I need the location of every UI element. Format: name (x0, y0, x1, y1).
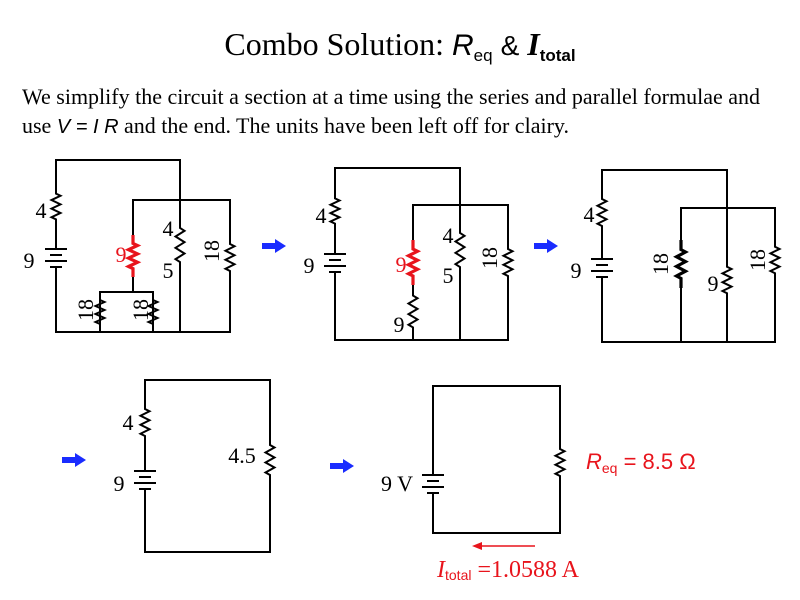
c3-label-battery: 9 (571, 258, 582, 283)
c3-label-18-a: 18 (648, 253, 673, 275)
c2-resistor-4 (328, 190, 342, 232)
c2-wire-top (334, 167, 461, 205)
c2-label-18: 18 (477, 247, 502, 269)
slide-title: Combo Solution: Req & Itotal (0, 26, 800, 66)
c2-battery (324, 232, 346, 277)
c1-resistor-18 (223, 235, 237, 280)
c3-label-4: 4 (584, 202, 595, 227)
c2-resistor-9 (406, 285, 420, 338)
intro-text: We simplify the circuit a section at a t… (22, 82, 792, 142)
c2-label-battery: 9 (304, 253, 315, 278)
c2-resistor-9-red (404, 240, 422, 285)
c1-label-battery: 9 (24, 248, 35, 273)
c4-resistor-4 (138, 400, 152, 445)
c1-resistor-4 (49, 185, 63, 228)
arrow-4 (330, 459, 354, 473)
intro-part1: We simplify the circuit a section at a t… (22, 84, 761, 138)
c1-resistor-4-5 (173, 200, 187, 290)
c2-resistor-18 (501, 240, 515, 285)
c4-wire-top (144, 379, 271, 440)
c1-label-4b: 4 (163, 216, 174, 241)
c2-label-5: 5 (443, 263, 454, 288)
c2-label-9: 9 (394, 312, 405, 337)
c4-battery (134, 445, 156, 502)
c1-resistor-9-red (124, 235, 142, 277)
c3-battery (591, 235, 613, 282)
c5-label-battery: 9 V (381, 471, 413, 496)
arrow-3 (62, 453, 86, 467)
c2-label-9-red: 9 (396, 252, 407, 277)
c5-wire-bottom (432, 485, 561, 534)
c5-resistor-req (553, 440, 567, 485)
current-arrow (472, 542, 535, 550)
c1-battery (45, 228, 67, 272)
c2-wire-bottom (334, 275, 509, 341)
itotal-result: Itotal =1.0588 A (436, 557, 580, 583)
c4-resistor-4-5 (263, 435, 277, 485)
c4-label-4: 4 (123, 410, 134, 435)
c1-label-9-red: 9 (116, 242, 127, 267)
c4-label-battery: 9 (114, 471, 125, 496)
intro-part2: and the end. The units have been left of… (118, 113, 569, 138)
c3-resistor-9 (720, 258, 734, 302)
c3-resistor-18-a (673, 240, 689, 288)
c1-label-4: 4 (36, 198, 47, 223)
c5-wire-top (432, 385, 561, 470)
title-prefix: Combo Solution: (224, 26, 444, 62)
title-itotal-symbol: Itotal (527, 26, 576, 65)
arrow-2 (534, 239, 558, 253)
arrow-1 (262, 239, 286, 253)
c3-resistor-4 (595, 190, 609, 235)
c1-label-18-br: 18 (128, 299, 153, 321)
title-ampersand: & (500, 30, 520, 61)
c4-wire-bottom (144, 480, 271, 553)
c1-label-18-bl: 18 (73, 299, 98, 321)
c1-wire-upper-branch (132, 199, 231, 237)
c2-label-4: 4 (316, 203, 327, 228)
c1-label-18-right: 18 (199, 240, 224, 262)
c3-label-9: 9 (708, 271, 719, 296)
c2-resistor-4-5 (453, 205, 467, 295)
c5-battery (422, 468, 444, 502)
c3-wire-bottom (601, 280, 776, 343)
c3-resistor-18-c (768, 238, 782, 282)
c2-label-4b: 4 (443, 223, 454, 248)
req-result: Req = 8.5 Ω (586, 449, 696, 476)
c1-resistor-18-br (146, 292, 160, 332)
c4-label-4-5: 4.5 (228, 443, 256, 468)
c3-wire-top (601, 169, 728, 208)
title-req-symbol: Req (451, 29, 493, 65)
intro-equation: V = I R (56, 116, 119, 138)
c1-wire-top (55, 159, 181, 200)
c3-label-18-c: 18 (745, 249, 770, 271)
c1-label-5: 5 (163, 258, 174, 283)
c1-resistor-18-bl (93, 292, 107, 332)
c1-wire-bottom (55, 270, 231, 333)
